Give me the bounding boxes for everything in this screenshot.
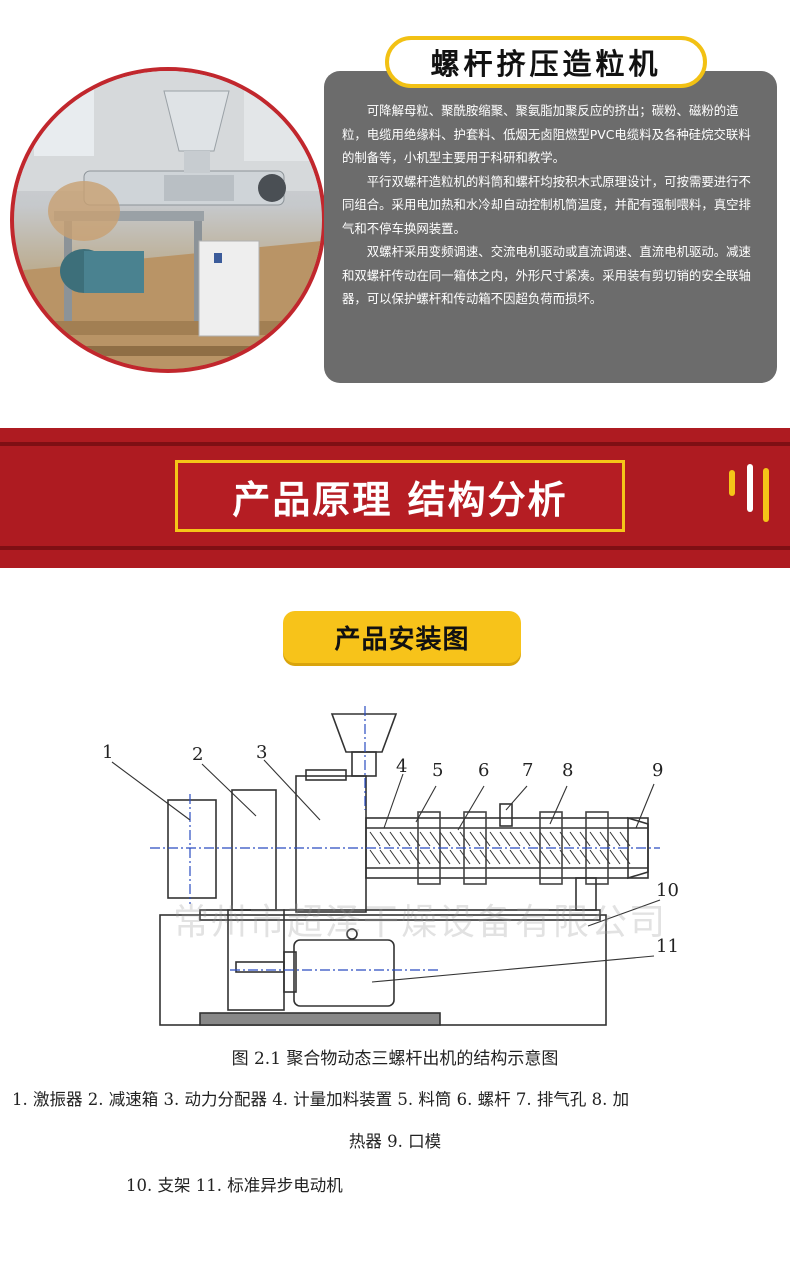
diagram-caption: 图 2.1 聚合物动态三螺杆出机的结构示意图 bbox=[231, 1049, 559, 1069]
diagram-label-4: 4 bbox=[396, 756, 407, 777]
product-photo bbox=[10, 67, 326, 373]
banner-title: 产品原理 结构分析 bbox=[175, 460, 625, 532]
structure-diagram: 1 2 3 4 5 6 7 8 9 10 11 bbox=[102, 706, 679, 1026]
section-banner: 产品原理 结构分析 bbox=[0, 428, 790, 568]
section-title: 产品安装图 bbox=[283, 611, 521, 663]
diagram-label-11: 11 bbox=[656, 936, 679, 957]
description-paragraph: 双螺杆采用变频调速、交流电机驱动或直流调速、直流电机驱动。减速和双螺杆传动在同一… bbox=[342, 244, 751, 306]
diagram-label-10: 10 bbox=[656, 880, 679, 901]
diagram-label-2: 2 bbox=[192, 744, 203, 765]
diagram-legend-line: 10. 支架 11. 标准异步电动机 bbox=[126, 1176, 343, 1195]
watermark-text: 常州市超泽干燥设备有限公司 bbox=[172, 902, 667, 943]
diagram-label-5: 5 bbox=[432, 760, 443, 781]
diagram-label-3: 3 bbox=[256, 742, 267, 763]
product-description: 可降解母粒、聚酰胺缩聚、聚氨脂加聚反应的挤出；碳粉、磁粉的造粒，电缆用绝缘料、护… bbox=[324, 71, 777, 383]
diagram-label-6: 6 bbox=[478, 760, 489, 781]
diagram-legend-line: 热器 9. 口模 bbox=[348, 1132, 442, 1151]
diagram-label-7: 7 bbox=[522, 760, 533, 781]
diagram-label-8: 8 bbox=[562, 760, 573, 781]
product-title: 螺杆挤压造粒机 bbox=[385, 36, 707, 88]
banner-stripe bbox=[0, 442, 790, 446]
description-paragraph: 平行双螺杆造粒机的料筒和螺杆均按积木式原理设计，可按需要进行不同组合。采用电加热… bbox=[342, 173, 751, 236]
description-paragraph: 可降解母粒、聚酰胺缩聚、聚氨脂加聚反应的挤出；碳粉、磁粉的造粒，电缆用绝缘料、护… bbox=[342, 103, 751, 165]
extruder-machine-image bbox=[14, 71, 322, 369]
diagram-label-9: 9 bbox=[652, 760, 663, 781]
bars-decoration-icon bbox=[729, 464, 769, 522]
diagram-legend-line: 1. 激振器 2. 减速箱 3. 动力分配器 4. 计量加料装置 5. 料筒 6… bbox=[12, 1090, 630, 1109]
diagram-label-1: 1 bbox=[102, 742, 113, 763]
banner-stripe bbox=[0, 546, 790, 550]
